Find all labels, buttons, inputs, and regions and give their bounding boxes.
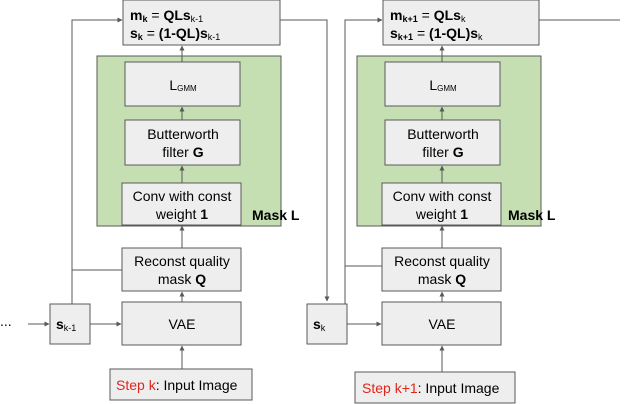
state-box-k — [306, 303, 348, 345]
input-box-k1 — [354, 371, 516, 404]
vae-box-k1 — [381, 301, 502, 346]
arrow-state-formula-k — [71, 17, 123, 270]
stage-k: mk = QLsk-1 sk = (1-QL)sk-1 Mask L LGMM … — [28, 0, 330, 401]
stage-k-plus-1: mk+1 = QLsk sk+1 = (1-QL)sk Mask L LGMM … — [306, 0, 620, 404]
lgmm-label-k1: LGMM — [429, 77, 457, 93]
input-label-k1: Step k+1: Input Image — [362, 380, 500, 396]
formula-box-k1 — [382, 0, 540, 46]
ellipsis: ... — [0, 313, 12, 329]
state-box-k-1 — [49, 303, 91, 345]
input-label-k: Step k: Input Image — [116, 377, 238, 393]
vae-label-k1: VAE — [429, 316, 456, 332]
recon-line1-k: Reconst quality — [134, 253, 230, 269]
conv-line2-k: weight 1 — [155, 206, 208, 222]
butterworth-box-k1 — [384, 119, 501, 166]
lgmm-box-k — [124, 61, 241, 107]
state-label-k-1: sk-1 — [56, 316, 76, 333]
formula-m-k: mk = QLsk-1 — [130, 7, 203, 24]
conv-box-k — [121, 182, 242, 226]
recon-line2-k: mask Q — [158, 271, 206, 287]
state-label-k: sk — [313, 316, 326, 333]
vae-box-k — [121, 301, 242, 346]
formula-s-k1: sk+1 = (1-QL)sk — [390, 25, 483, 42]
mask-label-k: Mask L — [252, 207, 300, 223]
conv-line1-k1: Conv with const — [393, 188, 492, 204]
arrow-state-formula-k1 — [344, 17, 383, 266]
formula-box-k — [122, 0, 281, 46]
recon-line1-k1: Reconst quality — [394, 253, 490, 269]
line-state-recon-k — [71, 269, 122, 304]
formula-s-k: sk = (1-QL)sk-1 — [130, 25, 220, 42]
conv-line2-k1: weight 1 — [415, 206, 468, 222]
conv-box-k1 — [381, 182, 502, 226]
arrow-formula-k-to-state-k — [280, 19, 330, 302]
lgmm-label-k: LGMM — [169, 77, 197, 93]
conv-line1-k: Conv with const — [133, 188, 232, 204]
formula-m-k1: mk+1 = QLsk — [390, 7, 466, 24]
vae-label-k: VAE — [169, 316, 196, 332]
butterworth-line2-k: filter G — [162, 144, 203, 160]
butterworth-line2-k1: filter G — [422, 144, 463, 160]
input-box-k — [109, 368, 253, 401]
recon-line2-k1: mask Q — [418, 271, 466, 287]
butterworth-line1-k1: Butterworth — [407, 126, 479, 142]
recon-box-k — [121, 247, 242, 292]
line-state-recon-k1 — [344, 265, 382, 304]
recon-box-k1 — [381, 247, 502, 292]
butterworth-line1-k: Butterworth — [147, 126, 219, 142]
mask-label-k1: Mask L — [508, 207, 556, 223]
